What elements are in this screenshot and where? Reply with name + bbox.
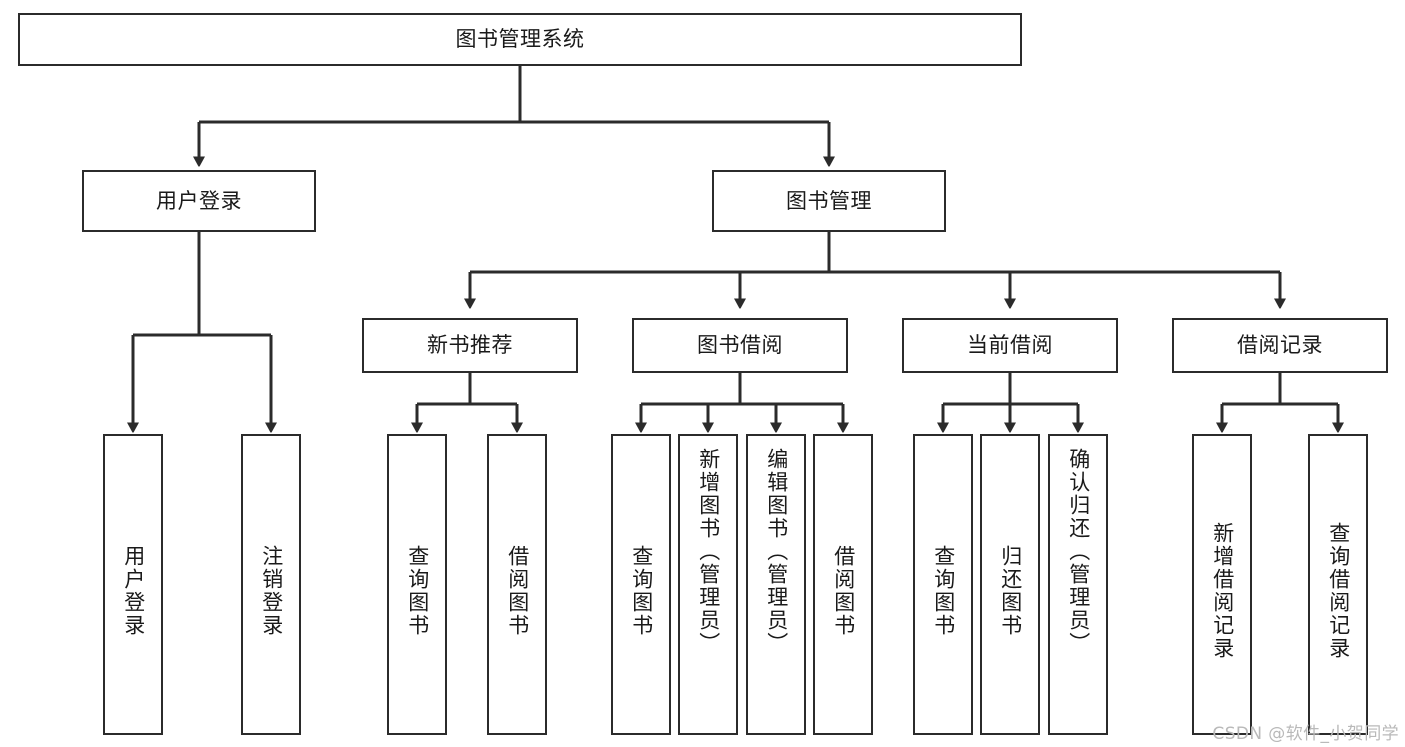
node-leaf-label: 借阅图书: [505, 544, 530, 637]
node-leaf-user-login-logout[interactable]: 注销登录: [241, 434, 301, 735]
node-leaf-label: 归还图书: [998, 544, 1023, 637]
node-borrow-record[interactable]: 借阅记录: [1172, 318, 1388, 373]
node-leaf-borrow-record-query[interactable]: 查询借阅记录: [1308, 434, 1368, 735]
node-leaf-label: 新增借阅记录: [1210, 521, 1235, 660]
node-leaf-label: 查询图书: [931, 544, 956, 637]
node-leaf-book-borrow-add[interactable]: 新增图书（管理员）: [678, 434, 738, 735]
node-current-borrow[interactable]: 当前借阅: [902, 318, 1118, 373]
node-leaf-borrow-record-add[interactable]: 新增借阅记录: [1192, 434, 1252, 735]
node-book-borrow-label: 图书借阅: [697, 333, 783, 358]
node-book-manage-label: 图书管理: [786, 188, 872, 213]
node-leaf-book-borrow-borrow[interactable]: 借阅图书: [813, 434, 873, 735]
node-leaf-current-borrow-query[interactable]: 查询图书: [913, 434, 973, 735]
node-new-book-recommend-label: 新书推荐: [427, 333, 513, 358]
node-leaf-new-book-query[interactable]: 查询图书: [387, 434, 447, 735]
node-leaf-label: 查询借阅记录: [1326, 521, 1351, 660]
node-leaf-label: 确认归还（管理员）: [1066, 448, 1091, 655]
node-root[interactable]: 图书管理系统: [18, 13, 1022, 66]
node-leaf-book-borrow-query[interactable]: 查询图书: [611, 434, 671, 735]
node-leaf-label: 注销登录: [259, 544, 284, 637]
node-user-login[interactable]: 用户登录: [82, 170, 316, 232]
node-root-label: 图书管理系统: [455, 27, 585, 52]
node-leaf-book-borrow-edit[interactable]: 编辑图书（管理员）: [746, 434, 806, 735]
node-leaf-user-login-login[interactable]: 用户登录: [103, 434, 163, 735]
node-leaf-current-borrow-return[interactable]: 归还图书: [980, 434, 1040, 735]
node-leaf-label: 查询图书: [405, 544, 430, 637]
node-leaf-label: 编辑图书（管理员）: [764, 448, 789, 655]
node-leaf-label: 借阅图书: [831, 544, 856, 637]
node-book-borrow[interactable]: 图书借阅: [632, 318, 848, 373]
node-book-manage[interactable]: 图书管理: [712, 170, 946, 232]
node-leaf-new-book-borrow[interactable]: 借阅图书: [487, 434, 547, 735]
node-leaf-label: 查询图书: [629, 544, 654, 637]
node-current-borrow-label: 当前借阅: [967, 333, 1053, 358]
node-new-book-recommend[interactable]: 新书推荐: [362, 318, 578, 373]
node-borrow-record-label: 借阅记录: [1237, 333, 1323, 358]
node-leaf-label: 新增图书（管理员）: [696, 448, 721, 655]
node-leaf-label: 用户登录: [121, 544, 146, 637]
node-leaf-current-borrow-confirm[interactable]: 确认归还（管理员）: [1048, 434, 1108, 735]
node-user-login-label: 用户登录: [156, 188, 242, 213]
